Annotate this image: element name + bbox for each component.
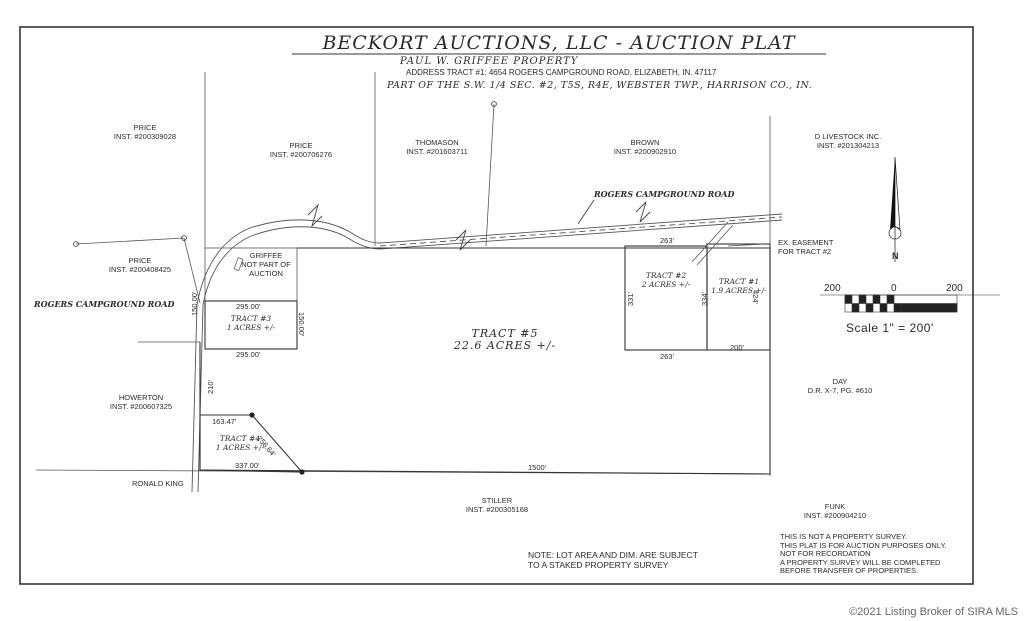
dim-tract-3-right: 150.00' [297,312,306,337]
road-label-arrow [577,199,595,225]
monument-marker [491,101,497,107]
plat-border [19,26,974,585]
dim-tract-1-right: 424' [751,290,760,304]
corner-pin [299,469,305,475]
monument-marker [181,235,187,241]
scale-text: Scale 1" = 200' [846,321,934,335]
house-marker [233,257,244,272]
plat-title: BECKORT AUCTIONS, LLC - AUCTION PLAT [322,32,796,54]
dim-tract-2-top: 263' [660,236,674,245]
legal-description: PART OF THE S.W. 1/4 SEC. #2, T5S, R4E, … [387,80,813,91]
dim-south-line: 1500' [528,463,547,472]
scale-left: 200 [824,283,841,294]
corner-pin [249,412,255,418]
dim-tract-3-top: 295.00' [236,302,261,311]
dim-tract-2-right: 334' [700,292,709,306]
dim-tract-4-bottom: 337.00' [235,461,260,470]
dim-west-line: 210' [206,380,215,394]
copyright-watermark: ©2021 Listing Broker of SIRA MLS [849,606,1018,618]
north-arrow-icon [888,156,902,262]
dim-tract-2-bottom: 263' [660,352,674,361]
dim-tract-1-bottom: 200' [730,343,744,352]
tract-3-boundary [204,300,298,350]
west-road-label: ROGERS CAMPGROUND ROAD [34,299,175,309]
tract-2-boundary [624,245,708,351]
tract-1-address: ADDRESS TRACT #1: 4654 ROGERS CAMPGROUND… [406,68,717,77]
property-name: PAUL W. GRIFFEE PROPERTY [400,56,579,67]
scale-bar [820,294,1000,313]
dim-tract-2-left: 331' [626,292,635,306]
dim-tract-3-left: 150.00' [190,291,199,316]
dim-tract-4-top: 163.47' [212,417,237,426]
scale-right: 200 [946,283,963,294]
north-label: N [892,251,899,261]
tract-1-boundary [706,243,771,351]
dim-tract-3-bottom: 295.00' [236,350,261,359]
north-road-label: ROGERS CAMPGROUND ROAD [594,189,735,199]
road-zigzag-marks [307,201,651,251]
easement-lines [691,221,765,266]
owner-ronald-king: RONALD KING [132,479,184,488]
disclaimer: THIS IS NOT A PROPERTY SURVEY. THIS PLAT… [780,532,947,575]
scale-zero: 0 [891,283,897,294]
owner-d-livestock: D LIVESTOCK INC.INST. #201304213 [814,132,882,150]
north-road [196,213,783,306]
west-road [191,304,204,493]
monument-marker [73,241,79,247]
